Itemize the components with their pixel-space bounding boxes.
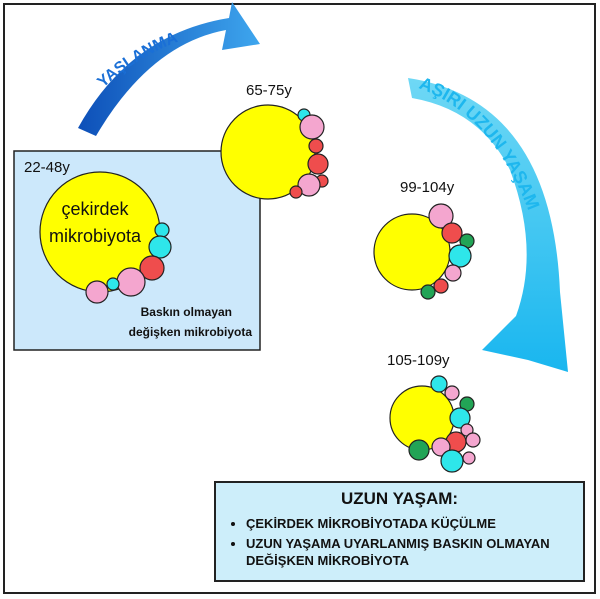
subdominant-note-line1: Baskın olmayan (141, 305, 232, 319)
legend-title: UZUN YAŞAM: (340, 489, 459, 508)
legend-list: ÇEKİRDEK MİKROBİYOTADA KÜÇÜLME UZUN YAŞA… (226, 515, 573, 569)
elderly-microbiota-cluster (220, 104, 329, 200)
outer-border (3, 3, 596, 594)
semi-supercentenarian-microbiota-cluster (389, 375, 481, 473)
elderly-age-label: 65-75y (246, 82, 292, 99)
legend-item-core-shrinkage: ÇEKİRDEK MİKROBİYOTADA KÜÇÜLME (246, 515, 573, 532)
subdominant-note-line2: değişken mikrobiyota (129, 325, 253, 339)
young-age-label: 22-48y (24, 159, 70, 176)
longevity-legend-box: UZUN YAŞAM: ÇEKİRDEK MİKROBİYOTADA KÜÇÜL… (214, 481, 585, 582)
core-microbiota-label-line1: çekirdek (61, 199, 129, 219)
semi-supercentenarian-age-label: 105-109y (387, 352, 450, 369)
aging-arrow-label: YAŞLANMA (94, 29, 180, 91)
young-microbiota-cluster (39, 171, 172, 304)
centenarian-microbiota-cluster (373, 203, 475, 300)
core-microbiota-label-line2: mikrobiyota (49, 226, 142, 246)
aging-arrow (78, 2, 260, 136)
legend-item-adapted-subdominant: UZUN YAŞAMA UYARLANMIŞ BASKIN OLMAYAN DE… (246, 535, 573, 569)
longevity-arrow (408, 78, 568, 372)
centenarian-age-label: 99-104y (400, 179, 455, 196)
